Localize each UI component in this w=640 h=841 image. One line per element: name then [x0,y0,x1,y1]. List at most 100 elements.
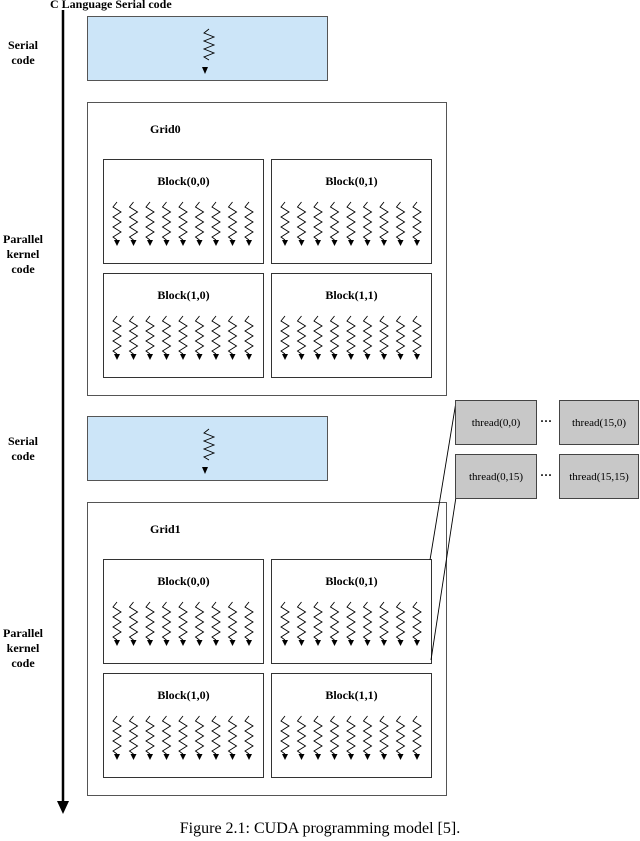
thread-arrowhead [364,354,371,360]
thread-arrowhead [381,754,387,760]
thread-wave [346,201,356,241]
thread-arrowhead [147,754,153,760]
grid1-block-1-0: Block(1,0) [103,673,264,778]
thread-arrowhead [229,640,236,646]
thread-arrowhead [414,240,420,246]
thread-arrowhead [331,354,338,360]
thread-arrowhead [180,354,186,360]
thread-cell: thread(15,0) [559,400,639,445]
thread-arrowhead [114,240,120,246]
block-title: Block(0,0) [157,574,210,588]
timeline-axis [57,10,69,814]
warp-threads-icon [280,601,422,646]
thread-arrowhead [282,754,288,760]
warp-threads-icon [280,315,422,360]
thread-arrowhead [229,354,236,360]
thread-arrowhead [229,754,236,760]
thread-wave [296,315,307,355]
grid1-block-0-1: Block(0,1) [271,559,432,664]
block-title: Block(1,0) [157,288,210,302]
thread-arrowhead [246,240,252,246]
thread-arrowhead [130,640,137,646]
thread-wave [161,715,172,755]
thread-arrowhead [414,640,420,646]
thread-wave [395,715,406,755]
thread-wave [412,601,422,641]
thread-arrowhead [246,354,252,360]
thread-arrowhead [114,640,120,646]
grid-1-title: Grid1 [150,522,181,536]
thread-arrowhead [397,754,404,760]
thread-arrowhead [331,240,338,246]
thread-wave [280,201,290,241]
thread-wave [112,715,122,755]
thread-wave [161,315,172,355]
block-title: Block(1,1) [325,288,378,302]
thread-arrowhead [331,640,338,646]
thread-arrowhead [147,354,153,360]
thread-arrowhead [213,640,219,646]
thread-arrowhead [196,354,203,360]
thread-wave [362,201,373,241]
grid1-block-1-1: Block(1,1) [271,673,432,778]
thread-wave [244,601,254,641]
thread-wave [346,715,356,755]
block-title: Block(0,0) [157,174,210,188]
thread-wave [161,601,172,641]
thread-wave [161,201,172,241]
thread-wave [145,315,155,355]
thread-arrowhead [298,640,305,646]
thread-wave [329,601,340,641]
thread-arrowhead [246,640,252,646]
warp-threads-icon [280,715,422,760]
grid1-block-0-0: Block(0,0) [103,559,264,664]
thread-arrowhead [298,354,305,360]
thread-wave [296,201,307,241]
thread-wave [362,715,373,755]
thread-wave [280,601,290,641]
serial-code-box-2 [87,416,328,481]
thread-wave [178,201,188,241]
grid0-block-0-0: Block(0,0) [103,159,264,264]
thread-arrowhead [213,240,219,246]
thread-arrowhead [163,754,170,760]
thread-arrowhead [213,354,219,360]
thread-arrowhead [163,640,170,646]
thread-wave [395,201,406,241]
block-title: Block(1,0) [157,688,210,702]
thread-wave [112,315,122,355]
thread-arrowhead [298,240,305,246]
warp-threads-icon [112,315,254,360]
thread-wave [112,601,122,641]
thread-arrowhead [246,754,252,760]
diagram-title: C Language Serial code [50,0,172,11]
warp-threads-icon [112,715,254,760]
thread-wave [244,715,254,755]
thread-ellipsis: ··· [540,468,553,482]
thread-wave [227,201,238,241]
thread-arrowhead [315,240,321,246]
thread-wave [112,201,122,241]
thread-arrowhead [282,640,288,646]
thread-cell: thread(0,15) [455,454,537,499]
thread-arrowhead [348,640,354,646]
thread-wave [296,601,307,641]
thread-wave [412,201,422,241]
thread-wave [227,315,238,355]
thread-arrowhead [348,240,354,246]
thread-wave [128,201,139,241]
thread-wave [128,715,139,755]
serial-code-box-1 [87,16,328,81]
thread-arrowhead [315,640,321,646]
thread-arrowhead [348,354,354,360]
thread-arrowhead [364,240,371,246]
thread-wave [280,715,290,755]
figure-caption: Figure 2.1: CUDA programming model [5]. [179,820,461,837]
thread-wave [329,715,340,755]
thread-wave [244,315,254,355]
thread-arrowhead [364,640,371,646]
thread-arrowhead [381,354,387,360]
thread-wave [313,601,323,641]
thread-wave [194,315,205,355]
